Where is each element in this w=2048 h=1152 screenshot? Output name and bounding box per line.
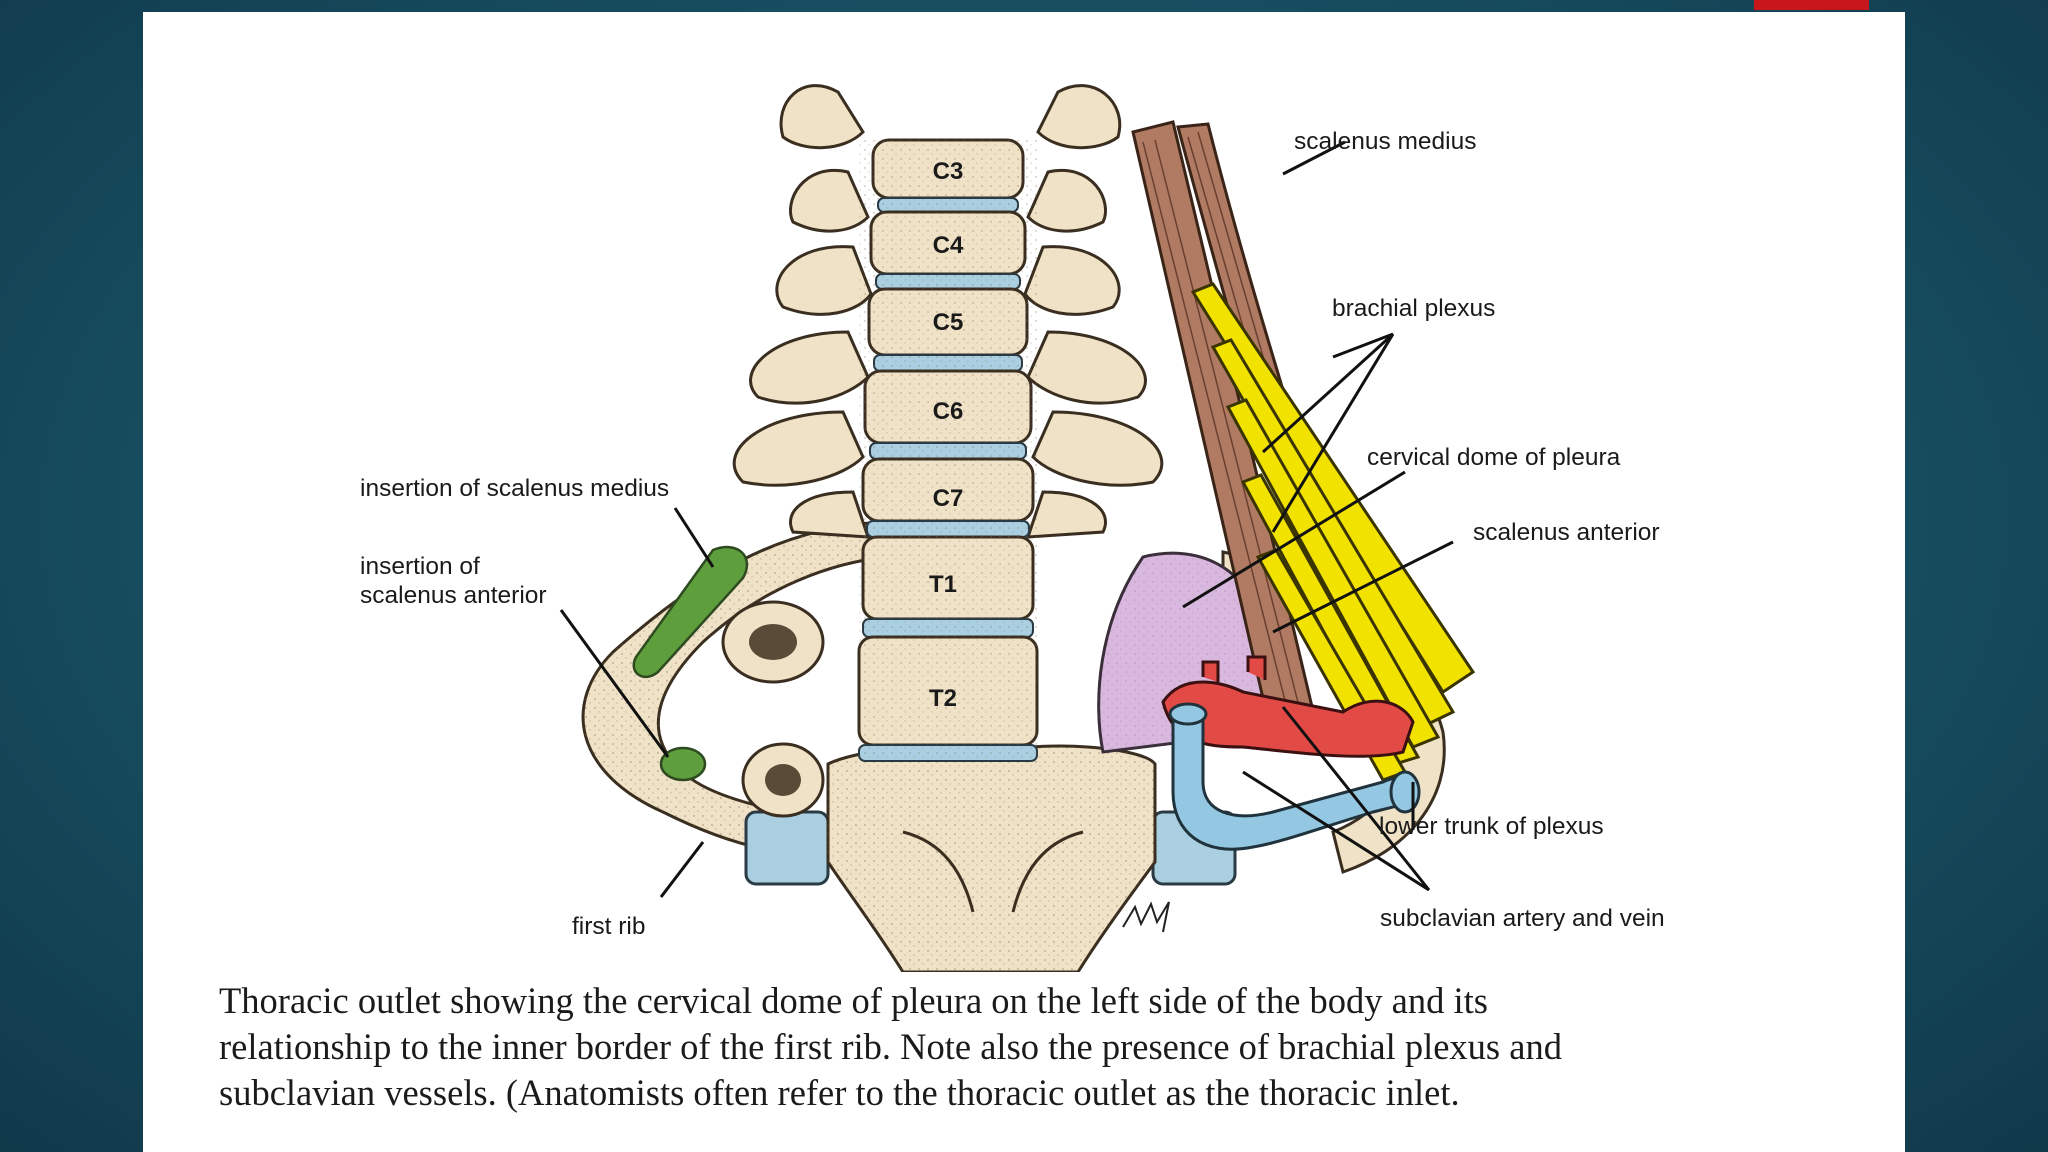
vertebra-label: T1 xyxy=(929,571,957,598)
transverse-processes xyxy=(732,84,1164,539)
subclavian-artery xyxy=(1161,680,1415,758)
figure-caption: Thoracic outlet showing the cervical dom… xyxy=(219,978,1899,1116)
label-insertion-scalenus-anterior: scalenus anterior xyxy=(360,582,547,609)
subclavian-vein xyxy=(1171,710,1416,851)
artist-signature xyxy=(1122,901,1170,933)
label-insertion-scalenus-medius: insertion of scalenus medius xyxy=(360,475,669,502)
label-first-rib: first rib xyxy=(572,913,646,940)
label-subclavian-artery-and-vein: subclavian artery and vein xyxy=(1380,905,1665,932)
vertebra-label: C6 xyxy=(933,398,964,425)
vertebra-label: C5 xyxy=(933,309,964,336)
caption-line: relationship to the inner border of the … xyxy=(219,1026,1562,1067)
leader-lines xyxy=(559,140,1454,898)
vertebral-column xyxy=(857,138,1039,762)
label-cervical-dome-of-pleura: cervical dome of pleura xyxy=(1367,444,1621,471)
vertebra-label: C7 xyxy=(933,485,964,512)
caption-line: Thoracic outlet showing the cervical dom… xyxy=(219,980,1488,1021)
slide-canvas: C3 C4 C5 C6 C7 T1 T2 xyxy=(143,12,1905,1152)
accent-tab xyxy=(1754,0,1869,10)
vertebra-label: C4 xyxy=(933,232,964,259)
label-scalenus-medius: scalenus medius xyxy=(1294,128,1476,155)
label-brachial-plexus: brachial plexus xyxy=(1332,295,1495,322)
costal-cartilage-left xyxy=(744,810,830,886)
label-scalenus-anterior: scalenus anterior xyxy=(1473,519,1660,546)
scalenus-anterior-insertion xyxy=(659,746,707,782)
anatomy-diagram: C3 C4 C5 C6 C7 T1 T2 xyxy=(360,84,1665,972)
vertebra-label: C3 xyxy=(933,158,964,185)
scalenus-medius-insertion xyxy=(632,545,749,679)
label-insertion-scalenus-anterior: insertion of xyxy=(360,553,480,580)
caption-line: subclavian vessels. (Anatomists often re… xyxy=(219,1072,1460,1113)
label-lower-trunk-of-plexus: lower trunk of plexus xyxy=(1379,813,1604,840)
vertebra-label: T2 xyxy=(929,685,957,712)
